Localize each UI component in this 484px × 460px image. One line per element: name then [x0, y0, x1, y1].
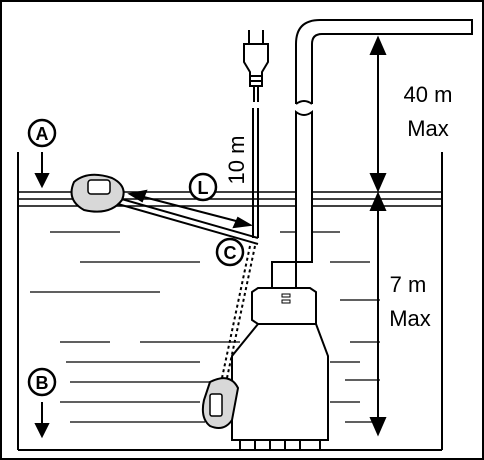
marker-c-label: C: [224, 243, 237, 263]
cable-length-label: 10 m: [224, 136, 249, 185]
immersion-value-label: 7 m: [390, 272, 427, 297]
marker-b-arrow: [34, 402, 50, 439]
marker-l-label: L: [198, 178, 209, 198]
depth-dimension: [369, 35, 387, 193]
marker-b-label: B: [36, 373, 49, 393]
plug-icon: [243, 30, 269, 87]
marker-l-circle: [188, 172, 218, 202]
marker-b-circle: [27, 367, 57, 397]
marker-a-circle: [27, 118, 57, 148]
discharge-pipe: [295, 19, 473, 263]
marker-a-arrow: [34, 152, 50, 189]
well-walls: [17, 152, 443, 451]
power-cable: [252, 86, 259, 238]
float-switch-icon: [70, 173, 259, 245]
float-switch-lower: [201, 245, 256, 429]
depth-value-label: 40 m: [404, 82, 453, 107]
immersion-dimension: [369, 191, 387, 437]
water-hatching: [30, 231, 380, 423]
marker-c-circle: [215, 237, 245, 267]
pump-icon: [231, 261, 329, 451]
immersion-unit-label: Max: [389, 306, 431, 331]
cable-length-arrow: [127, 189, 254, 229]
depth-unit-label: Max: [407, 116, 449, 141]
marker-a-label: A: [36, 124, 49, 144]
